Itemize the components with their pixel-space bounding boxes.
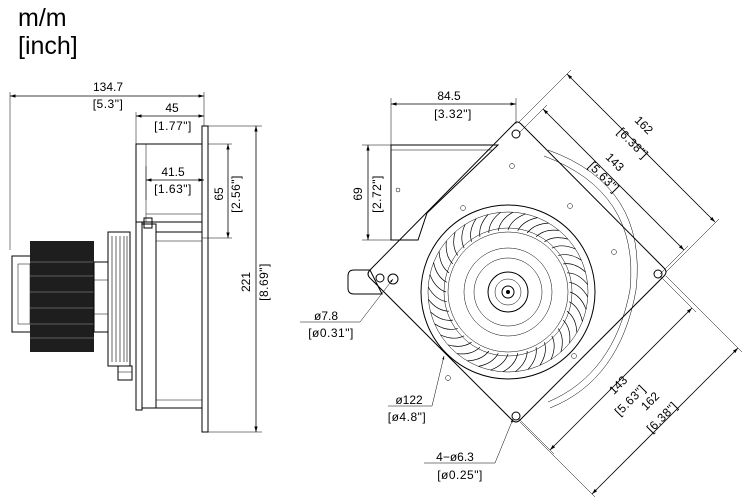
impeller-blade — [566, 272, 588, 285]
blower-housing-side — [135, 125, 209, 433]
dim-outlet-height-front-mm: 69 — [351, 187, 365, 201]
impeller-blade — [430, 311, 453, 321]
dim-outlet-height-inch: [2.56"] — [229, 175, 243, 213]
impeller-blade — [429, 274, 447, 293]
wheel-diameter-inch: [ø4.8"] — [388, 410, 426, 424]
impeller-blade — [453, 231, 459, 256]
impeller-blade — [527, 347, 537, 370]
dim-outlet-height-mm: 65 — [212, 187, 226, 201]
dim-outlet-height-front-inch: [2.72"] — [370, 175, 384, 213]
dim-total-height-mm: 221 — [239, 272, 253, 292]
dim-outlet-width-inch: [3.32"] — [434, 107, 472, 121]
tab-hole-diameter-mm: ø7.8 — [314, 309, 338, 323]
impeller-blade — [445, 240, 454, 265]
impeller-blade — [433, 262, 447, 283]
dim-plate-width-top-mm: 162 — [632, 113, 656, 137]
inlet-ring — [107, 231, 133, 381]
impeller-blade — [569, 301, 583, 322]
impeller-blade — [563, 263, 586, 273]
impeller-blade — [502, 353, 519, 373]
impeller-blade — [557, 328, 563, 353]
mount-holes-diameter-mm: 4−ø6.3 — [436, 450, 474, 464]
impeller-blade — [515, 350, 528, 372]
impeller-blade — [438, 251, 450, 274]
dim-inlet-depth-inch: [1.63"] — [154, 182, 192, 196]
impeller-blade — [544, 237, 569, 243]
dim-line-hole-spacing-top — [542, 108, 685, 251]
dim-total-length-mm: 134.7 — [93, 80, 123, 94]
impeller-blade — [440, 334, 465, 339]
impeller-blade — [497, 211, 514, 231]
impeller-blade — [535, 229, 560, 238]
impeller-blade — [569, 291, 587, 310]
dim-line-plate-width-bottom — [591, 347, 739, 495]
tab-hole-diameter-inch: [ø0.31"] — [308, 326, 354, 340]
units-legend: m/m [inch] — [18, 4, 78, 60]
impeller-blade — [562, 319, 571, 344]
dim-inlet-depth-mm: 41.5 — [161, 165, 185, 179]
impeller-blade — [434, 323, 458, 330]
impeller-blade — [428, 299, 450, 312]
impeller-blade — [517, 217, 538, 231]
impeller-blade — [467, 350, 490, 362]
impeller-wheel — [420, 204, 596, 380]
dim-total-height-inch: [8.69"] — [257, 263, 271, 301]
impeller-blade — [490, 353, 509, 371]
units-imperial: [inch] — [18, 32, 78, 60]
tab-hole — [387, 273, 399, 285]
mount-hole-top — [511, 129, 521, 139]
impeller-blade — [461, 224, 466, 249]
mount-holes-diameter-inch: [ø0.25"] — [437, 468, 483, 482]
side-view: 134.7 [5.3"] 45 [1.77"] 41.5 [1.63"] 65 … — [9, 80, 271, 433]
impeller-blade — [478, 353, 499, 367]
impeller-blade — [539, 342, 546, 366]
impeller-blade — [558, 254, 582, 261]
dim-housing-depth-inch: [1.77"] — [154, 119, 192, 133]
mounting-tab — [347, 269, 383, 295]
units-metric: m/m — [18, 4, 67, 32]
dim-housing-depth-mm: 45 — [165, 101, 179, 115]
dim-outlet-width-mm: 84.5 — [437, 89, 461, 103]
impeller-blade — [470, 218, 477, 242]
wheel-diameter-mm: ø122 — [395, 393, 423, 407]
mount-hole-bottom — [511, 411, 521, 421]
impeller-blade — [507, 213, 526, 231]
motor-body — [11, 241, 109, 352]
impeller-blade — [569, 281, 589, 298]
impeller-blade — [456, 346, 481, 355]
dim-total-length-inch: [5.3"] — [93, 97, 124, 111]
mount-hole-right — [653, 269, 663, 279]
front-view: 84.5 [3.32"] 69 [2.72"] 162 [6.38"] 143 … — [300, 69, 743, 497]
impeller-blade — [427, 286, 447, 303]
impeller-blade — [479, 214, 489, 237]
impeller-blade — [447, 341, 472, 347]
impeller-blade — [488, 212, 501, 234]
mount-hole-left — [375, 273, 385, 283]
outlet-duct — [390, 144, 500, 241]
